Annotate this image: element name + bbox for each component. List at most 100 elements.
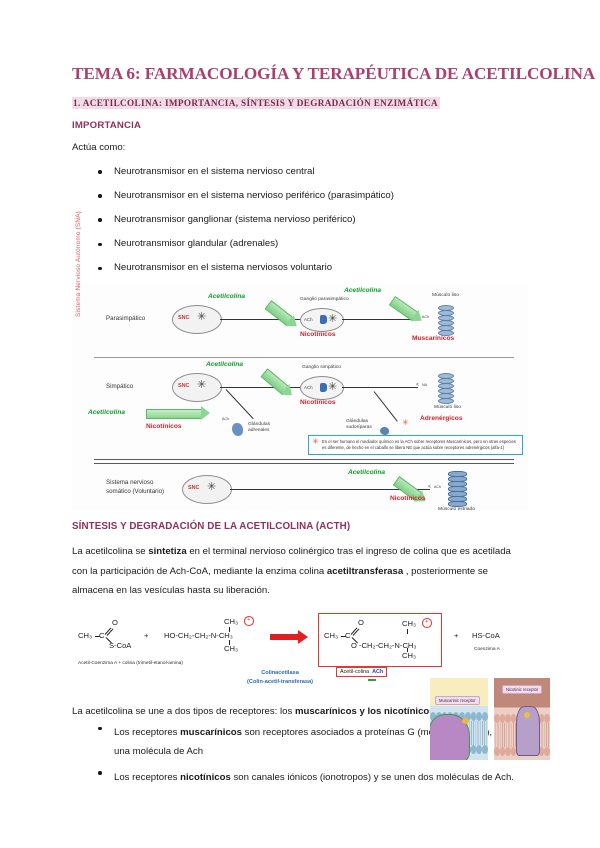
ach-in-ganglion-label: ACh bbox=[304, 316, 313, 322]
bond-line bbox=[229, 640, 230, 646]
sintesis-bold-1: sintetiza bbox=[148, 546, 187, 558]
acetyl-scoa-label: S-CoA bbox=[109, 641, 132, 651]
receptor-label-adrenergicos: Adrenérgicos bbox=[420, 415, 463, 423]
note-text: En el ser humano el mediador químico es … bbox=[322, 439, 516, 451]
paragraph-sintesis: La acetilcolina se sintetiza en el termi… bbox=[72, 542, 528, 601]
bullet-bold: nicotínicos bbox=[180, 771, 231, 783]
reactants-caption: Acetil-Coenzima A + colina (trimetil-eta… bbox=[78, 661, 183, 667]
snc-oval-parasympathetic: SNC ✳ bbox=[172, 305, 222, 335]
choline-formula: HO-CH₂-CH₂-N-CH₃ bbox=[164, 631, 233, 641]
bullet-post: son receptores asociados a proteínas G (… bbox=[114, 727, 524, 758]
enzyme-line-2: (Colin-acetil-transferasa) bbox=[247, 678, 313, 685]
snc-label: SNC bbox=[188, 485, 200, 492]
ganglion-oval-parasympathetic: ACh ✳ bbox=[300, 308, 344, 333]
reaction-arrow-icon bbox=[270, 630, 308, 645]
receptor-blob-icon bbox=[320, 383, 327, 393]
section-heading-1: 1. ACETILCOLINA: IMPORTANCIA, SÍNTESIS Y… bbox=[72, 96, 440, 109]
snc-label: SNC bbox=[178, 315, 190, 322]
product-chain-label: O -CH₂-CH₂-N-CH₃ bbox=[351, 641, 417, 651]
row-label-sympathetic: Simpático bbox=[106, 383, 134, 391]
green-arrow-icon bbox=[388, 296, 419, 322]
muscarinic-receptor-image: Muscarinic receptor bbox=[430, 678, 488, 760]
somatic-label-line1: Sistema nervioso bbox=[106, 479, 154, 487]
sintesis-text-1: La acetilcolina se bbox=[72, 546, 149, 558]
acetilcolina-label-pre-simp: Acetilcolina bbox=[206, 361, 244, 369]
red-star-icon: ✳ bbox=[402, 418, 409, 428]
receptor-label-nicotinicos-simp: Nicotínicos bbox=[300, 399, 336, 407]
acetilcolina-label-adrenal: Acetilcolina bbox=[88, 409, 126, 417]
divider-somatic bbox=[94, 459, 514, 465]
hs-coa-label: HS-CoA bbox=[472, 631, 500, 641]
sweat-gland-icon bbox=[380, 427, 389, 436]
snc-label: SNC bbox=[178, 383, 190, 390]
receptor-label-nicotinicos-adrenal: Nicotínicos bbox=[146, 423, 182, 431]
list-item: Neurotransmisor en el sistema nervioso p… bbox=[72, 190, 528, 201]
ganglio-simpatico-label: Ganglio simpático bbox=[302, 365, 341, 371]
paragraph-actua-como: Actúa como: bbox=[72, 141, 126, 153]
musculo-liso-label-simp: Músculo liso bbox=[434, 405, 461, 411]
list-item: Los receptores nicotínicos son canales i… bbox=[72, 768, 528, 787]
sna-vertical-axis-label: Sistema Nervioso Autónomo (SNA) bbox=[75, 211, 82, 318]
snc-oval-somatic: SNC ✳ bbox=[182, 475, 232, 505]
receptor-label-muscarinicos: Muscarínicos bbox=[412, 335, 455, 343]
acetyl-o-label: O bbox=[112, 618, 118, 628]
motor-axon-somatic bbox=[230, 489, 430, 491]
page-content: TEMA 6: FARMACOLOGÍA Y TERAPÉUTICA DE AC… bbox=[72, 0, 596, 787]
product-o-label: O bbox=[358, 618, 364, 628]
glandulas-adrenales-line1: Glándulas bbox=[248, 422, 271, 428]
receptor-label-nicotinicos-para: Nicotínicos bbox=[300, 331, 336, 339]
nicotinic-receptor-caption: Nicotinic receptor bbox=[502, 685, 543, 694]
red-star-icon: ✳ bbox=[312, 437, 319, 447]
plus-sign-1: + bbox=[144, 631, 149, 641]
sintesis-text-3: , posteriormente se almacena en las vesí… bbox=[72, 565, 488, 597]
acetyl-c-label: C bbox=[99, 631, 105, 641]
neuron-star-icon: ✳ bbox=[328, 313, 338, 326]
bond-line bbox=[407, 629, 408, 635]
acetyl-ch3-label: CH₃ bbox=[78, 631, 93, 641]
ach-in-ganglion-label: ACh bbox=[304, 384, 313, 390]
positive-charge-icon: + bbox=[244, 616, 254, 626]
list-item: Neurotransmisor en el sistema nerviosos … bbox=[72, 263, 528, 273]
divider-parasympathetic bbox=[94, 357, 514, 359]
postganglionic-axon-sympathetic bbox=[342, 387, 418, 389]
page-title: TEMA 6: FARMACOLOGÍA Y TERAPÉUTICA DE AC… bbox=[72, 64, 596, 83]
preganglionic-axon-sympathetic bbox=[220, 387, 302, 389]
nicotinic-receptor-image: Nicotinic receptor bbox=[494, 678, 550, 760]
bond-line bbox=[407, 648, 408, 653]
ganglio-parasimpatico-label: Ganglio parasimpático bbox=[300, 297, 349, 303]
positive-charge-icon: + bbox=[422, 618, 432, 628]
neuron-star-icon: ✳ bbox=[197, 379, 207, 392]
list-item: Neurotransmisor glandular (adrenales) bbox=[72, 238, 528, 249]
ach-somatic-label: ACh bbox=[434, 484, 441, 489]
green-arrow-icon bbox=[264, 300, 294, 327]
note-box: ✳ En el ser humano el mediador químico e… bbox=[308, 435, 523, 456]
musculo-estriado-label: Músculo estriado bbox=[438, 507, 475, 513]
neuron-star-icon: ✳ bbox=[328, 381, 338, 394]
receptor-label-nicotinicos-somatic: Nicotínicos bbox=[390, 495, 426, 503]
postganglionic-axon-parasympathetic bbox=[342, 319, 418, 321]
bond-line bbox=[95, 636, 100, 638]
list-item: Neurotransmisor ganglionar (sistema nerv… bbox=[72, 214, 528, 225]
ligand-molecule-icon bbox=[524, 712, 530, 718]
ganglion-oval-sympathetic: ACh ✳ bbox=[300, 376, 344, 401]
preganglionic-axon-parasympathetic bbox=[220, 319, 302, 321]
coenzima-a-label: Coenzima A bbox=[474, 647, 500, 653]
bullet-pre: Los receptores bbox=[114, 727, 181, 739]
na-synapse-label: NA bbox=[422, 382, 427, 387]
sintesis-bold-2: acetiltransferasa bbox=[326, 565, 404, 577]
acetilcolina-label-somatic: Acetilcolina bbox=[348, 469, 386, 477]
adrenal-gland-icon bbox=[232, 423, 243, 437]
bond-line bbox=[229, 627, 230, 633]
axon-branch-adrenal bbox=[225, 389, 254, 420]
muscarinic-receptor-caption: Muscarinic receptor bbox=[435, 696, 480, 705]
product-name-box: Acetil-colina ACh bbox=[336, 667, 388, 678]
glandulas-sudoriparas-line2: sudoríparas bbox=[346, 424, 372, 430]
acetylcholine-synthesis-reaction-diagram: CH₃ C O S-CoA + HO-CH₂-CH₂-N-CH₃ CH₃ CH₃… bbox=[72, 609, 528, 701]
bullet-bold: muscarínicos bbox=[180, 727, 242, 739]
musculo-liso-label-para: Músculo liso bbox=[432, 293, 459, 299]
paragraph-receptores-intro: La acetilcolina se une a dos tipos de re… bbox=[72, 707, 528, 717]
receptores-intro-bold: muscarínicos y los nicotínicos bbox=[294, 706, 435, 718]
product-ch3-label: CH₃ bbox=[324, 631, 339, 641]
